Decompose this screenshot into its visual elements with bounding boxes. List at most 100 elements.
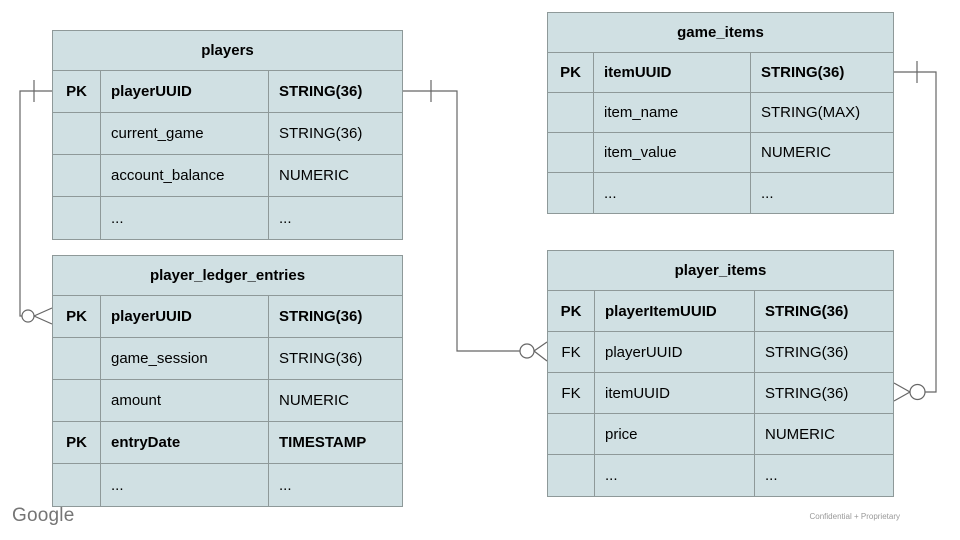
player_items-row-1-type-cell: STRING(36) <box>754 332 893 372</box>
player_ledger_entries-row-3-name-cell: entryDate <box>100 422 268 463</box>
crow-foot-prong <box>533 350 548 362</box>
crow-foot-prong <box>533 341 548 352</box>
player_items-row-0-type-cell: STRING(36) <box>754 291 893 331</box>
player_ledger_entries-row-2-key-cell <box>53 380 100 421</box>
table-player-items-title: player_items <box>548 251 893 291</box>
players-row-1-key-cell <box>53 113 100 154</box>
game_items-row-0-name-cell: itemUUID <box>593 53 750 92</box>
players-row-1-name-cell: current_game <box>100 113 268 154</box>
crow-foot-prong <box>893 382 911 393</box>
player_items-row-0-key-cell: PK <box>560 302 582 320</box>
players-row-0-name-cell: playerUUID <box>100 71 268 112</box>
player_ledger_entries-row-1-type-cell: STRING(36) <box>268 338 402 379</box>
player_items-row-1-key-cell: FK <box>561 343 581 361</box>
table-players-title: players <box>53 31 402 71</box>
player_items-row-2-type-cell: STRING(36) <box>754 373 893 413</box>
game_items-row-3: ...... <box>548 173 893 213</box>
player_ledger_entries-row-4-type-cell: ... <box>268 464 402 506</box>
table-player-ledger-entries-title: player_ledger_entries <box>53 256 402 296</box>
player_items-row-4-type-cell: ... <box>754 455 893 496</box>
player_ledger_entries-row-0-name-cell: playerUUID <box>100 296 268 337</box>
player_items-row-3-type-cell: NUMERIC <box>754 414 893 454</box>
game_items-row-2-type-cell: NUMERIC <box>750 133 893 172</box>
crow-foot-prong <box>33 307 53 317</box>
player_ledger_entries-row-4: ...... <box>53 464 402 506</box>
player_ledger_entries-row-4-key-cell <box>53 464 100 506</box>
player_items-row-4-name-cell: ... <box>594 455 754 496</box>
game_items-row-2-key-cell <box>548 133 593 172</box>
players-row-2-key-cell <box>53 155 100 196</box>
players-row-3: ...... <box>53 197 402 239</box>
players-row-0-key-cell: PK <box>66 83 87 100</box>
game_items-row-3-key-cell <box>548 173 593 213</box>
player_items-row-2-name-cell: itemUUID <box>594 373 754 413</box>
players-row-1-type-cell: STRING(36) <box>268 113 402 154</box>
player_ledger_entries-row-3-type-cell: TIMESTAMP <box>268 422 402 463</box>
game_items-row-2-name-cell: item_value <box>593 133 750 172</box>
relationship-players-to-player-items <box>403 80 548 362</box>
cardinality-zero-circle <box>21 309 35 323</box>
game_items-row-1-key-cell <box>548 93 593 132</box>
relationship-line <box>894 71 937 393</box>
cardinality-zero-circle <box>909 383 926 401</box>
table-game-items-title: game_items <box>548 13 893 53</box>
crow-foot-prong <box>33 315 53 325</box>
player_ledger_entries-row-1-name-cell: game_session <box>100 338 268 379</box>
confidential-label: Confidential + Proprietary <box>809 512 901 521</box>
player_ledger_entries-row-0-type-cell: STRING(36) <box>268 296 402 337</box>
player_ledger_entries-row-2-name-cell: amount <box>100 380 268 421</box>
players-row-0-type-cell: STRING(36) <box>268 71 402 112</box>
player_items-row-3-key-cell <box>548 414 594 454</box>
relationship-line <box>19 90 52 317</box>
player_items-row-2-key-cell: FK <box>561 384 581 402</box>
players-row-3-key-cell <box>53 197 100 239</box>
relationship-line <box>403 90 520 352</box>
cardinality-zero-circle <box>519 343 535 359</box>
players-row-2-type-cell: NUMERIC <box>268 155 402 196</box>
player_items-row-0-name-cell: playerItemUUID <box>594 291 754 331</box>
player_ledger_entries-row-4-name-cell: ... <box>100 464 268 506</box>
relationship-game-items-to-player-items <box>893 61 937 402</box>
game_items-row-0-key-cell: PK <box>560 64 581 81</box>
player_ledger_entries-row-2-type-cell: NUMERIC <box>268 380 402 421</box>
player_ledger_entries-row-3-key-cell: PK <box>66 434 87 451</box>
player_items-row-4: ...... <box>548 455 893 496</box>
player_ledger_entries-row-1-key-cell <box>53 338 100 379</box>
player_items-row-3-name-cell: price <box>594 414 754 454</box>
player_items-row-1-name-cell: playerUUID <box>594 332 754 372</box>
player_ledger_entries-row-0-key-cell: PK <box>66 308 87 325</box>
game_items-row-0-type-cell: STRING(36) <box>750 53 893 92</box>
game_items-row-1-type-cell: STRING(MAX) <box>750 93 893 132</box>
game_items-row-3-type-cell: ... <box>750 173 893 213</box>
players-row-2-name-cell: account_balance <box>100 155 268 196</box>
crow-foot-prong <box>893 391 911 402</box>
players-row-3-name-cell: ... <box>100 197 268 239</box>
players-row-3-type-cell: ... <box>268 197 402 239</box>
relationship-players-to-player-ledger-entries <box>19 80 53 325</box>
google-logo: Google <box>12 505 75 526</box>
game_items-row-1-name-cell: item_name <box>593 93 750 132</box>
game_items-row-3-name-cell: ... <box>593 173 750 213</box>
player_items-row-4-key-cell <box>548 455 594 496</box>
